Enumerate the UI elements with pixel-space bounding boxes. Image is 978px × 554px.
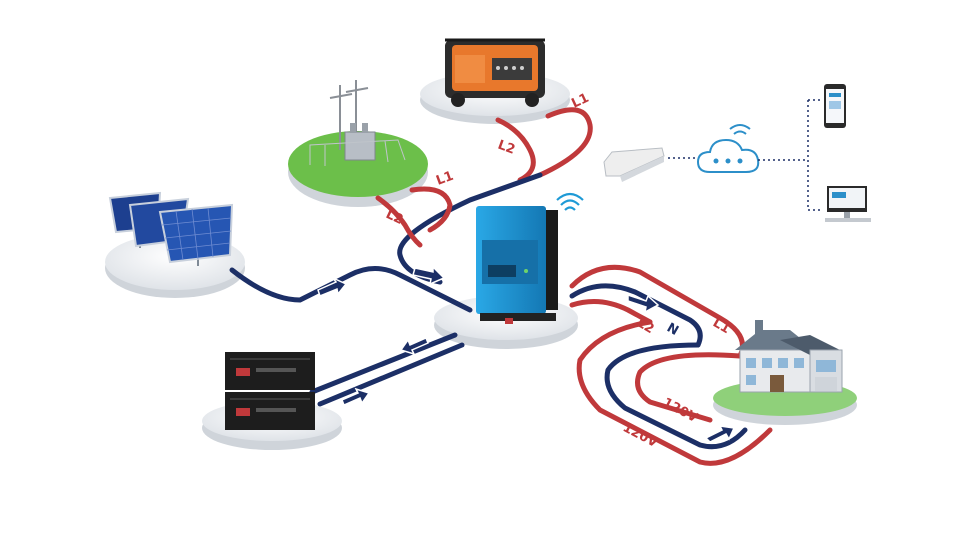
house-l1-wire — [569, 264, 745, 359]
house-arrow-bottom — [704, 425, 736, 443]
generator-l2-wire — [495, 117, 536, 183]
phone-icon — [824, 84, 846, 128]
house-l2-label: L2 — [634, 315, 657, 337]
battery-wire-upper — [309, 332, 458, 395]
house-loop-blue — [604, 342, 748, 450]
solar-arrow — [317, 277, 348, 297]
battery-wire-lower — [317, 342, 465, 407]
grid-platform — [288, 131, 428, 207]
grid-l2-wire — [375, 195, 423, 248]
inverter-icon — [476, 192, 584, 324]
house-l2-wire — [569, 298, 653, 325]
wifi-dongle-icon — [603, 147, 665, 182]
house-loop-red-inner — [635, 352, 743, 423]
cloud-icon — [696, 124, 760, 173]
wires — [229, 107, 773, 466]
solar-panel-icon — [108, 191, 234, 266]
battery-arrow-out — [341, 387, 371, 406]
house-l1-label: L1 — [710, 315, 733, 337]
grid-l1-label: L1 — [434, 169, 455, 189]
cloud-device-links — [758, 99, 822, 211]
house-voltage-inner-label: 120V — [660, 395, 700, 426]
computer-icon — [825, 186, 871, 222]
grid-l2-label: L2 — [383, 207, 405, 228]
grid-l1-wire — [409, 186, 453, 233]
wifi-signal-icon — [556, 192, 584, 211]
battery-stack-icon — [225, 352, 315, 430]
house-arrow-top — [627, 293, 660, 314]
house-neutral-wire — [569, 283, 703, 348]
battery-arrow-in — [399, 337, 429, 356]
generator-l2-label: L2 — [496, 138, 517, 158]
house-icon — [735, 320, 843, 393]
generator-icon — [445, 38, 545, 107]
flow-arrows — [317, 265, 736, 443]
generator-l1-wire — [537, 107, 593, 178]
grass-surface — [288, 131, 428, 197]
generator-arrow — [412, 265, 446, 286]
utility-transformer-icon — [309, 80, 406, 166]
house-loop-red-outer — [576, 319, 773, 466]
generator-l1-label: L1 — [569, 91, 591, 112]
house-n-label: N — [664, 320, 681, 338]
